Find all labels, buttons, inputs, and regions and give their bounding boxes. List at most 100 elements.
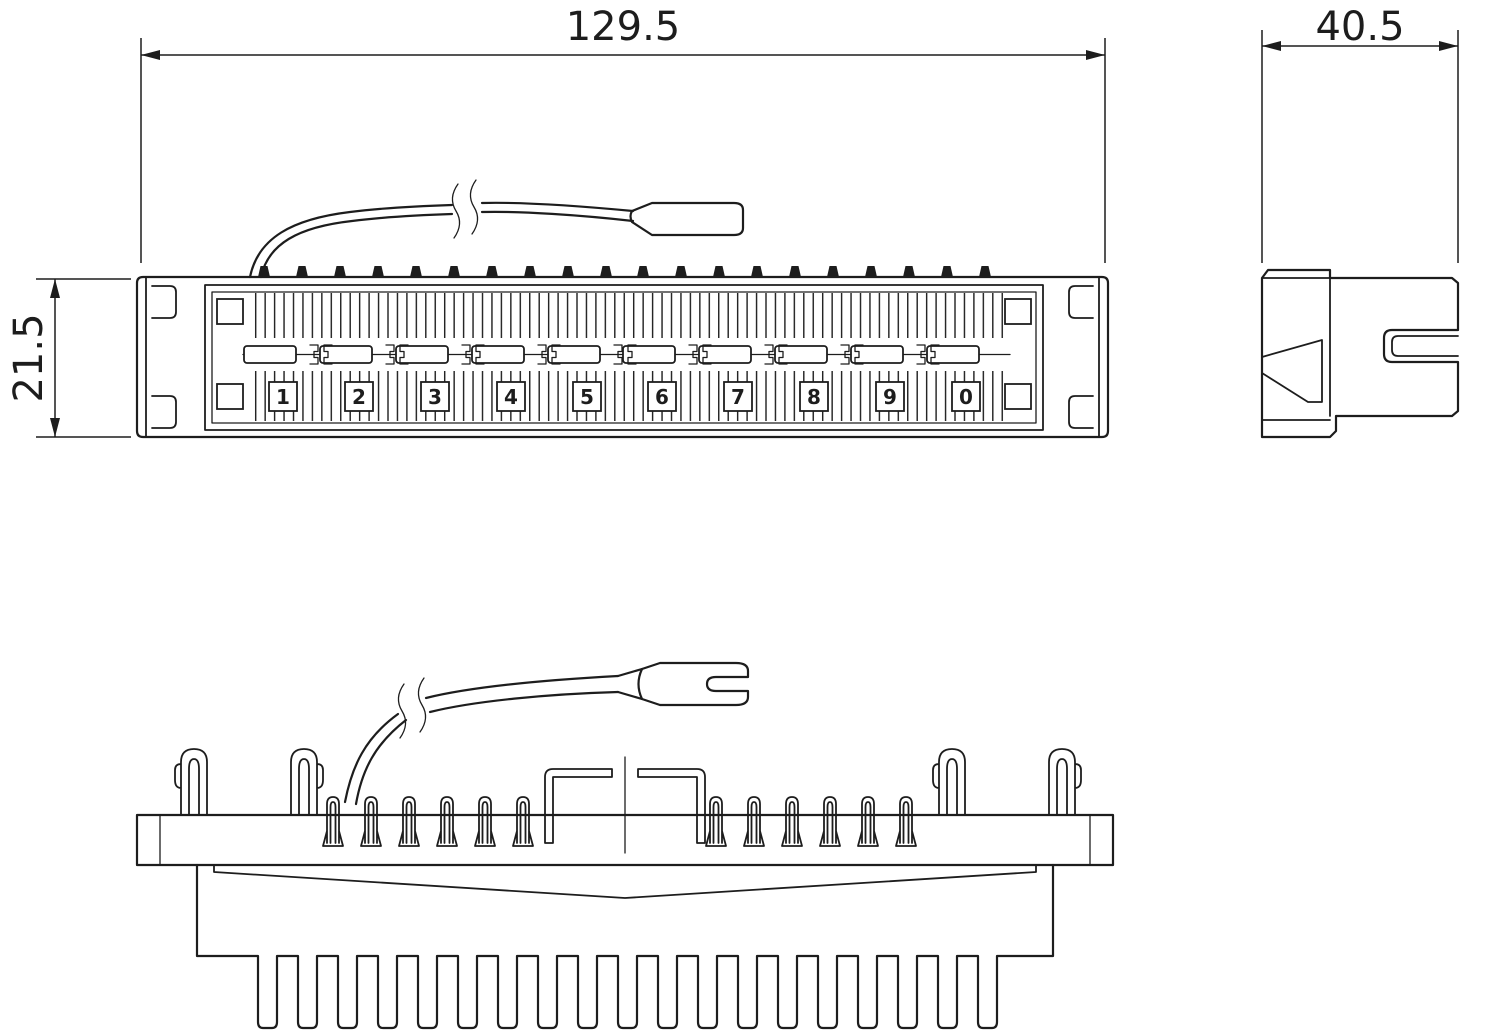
- contact-mark: [713, 266, 725, 277]
- terminal-neck: [616, 690, 644, 701]
- end-cap-left: [151, 285, 177, 429]
- dimension-depth: 40.5: [1261, 4, 1459, 263]
- position-label-box: [496, 381, 526, 412]
- contact-pin: [819, 796, 841, 847]
- arrowhead-icon: [1262, 41, 1281, 51]
- contact-mark: [789, 266, 801, 277]
- terminal-neck: [616, 667, 644, 678]
- contact-mark: [524, 266, 536, 277]
- position-label-box: [799, 381, 829, 412]
- wire: [259, 212, 454, 279]
- position-label: 7: [731, 385, 745, 409]
- clip-finger: [932, 748, 966, 816]
- contact-pin: [322, 796, 344, 847]
- wire: [480, 210, 635, 223]
- bracket-left: [544, 768, 613, 844]
- contact-mark: [979, 266, 991, 277]
- earth-wire-front: [248, 179, 745, 279]
- mounting-clip-right: [932, 748, 1082, 816]
- position-label-box: [572, 381, 602, 412]
- arrowhead-icon: [50, 418, 60, 437]
- earth-wire-bottom: [343, 661, 750, 806]
- contact-pin: [398, 796, 420, 847]
- position-label-box: [420, 381, 450, 412]
- contact-mark: [448, 266, 460, 277]
- contact-marks: [258, 266, 991, 277]
- contact-mark: [486, 266, 498, 277]
- bottom-view: [135, 661, 1115, 1030]
- contact-mark: [865, 266, 877, 277]
- wire: [480, 201, 635, 213]
- end-contact-window: [1004, 383, 1032, 410]
- disconnect-slot: [243, 345, 297, 364]
- wire: [424, 674, 620, 700]
- position-label: 6: [655, 385, 669, 409]
- contact-pin: [743, 796, 765, 847]
- upper-contact-hatch: [251, 293, 1007, 338]
- contact-mark: [372, 266, 384, 277]
- contact-field-frame-inner: [211, 291, 1037, 424]
- position-label-box: [951, 381, 981, 412]
- clip-finger: [1048, 748, 1082, 816]
- contact-mark: [827, 266, 839, 277]
- position-label-box: [723, 381, 753, 412]
- bracket-right: [637, 768, 706, 844]
- cable-comb: [195, 863, 1055, 1030]
- position-labels: 1 2 3 4 5 6 7 8 9 0: [268, 381, 981, 412]
- arrowhead-icon: [1439, 41, 1458, 51]
- dimension-height: 21.5: [6, 278, 131, 438]
- contact-pin: [705, 796, 727, 847]
- wire: [343, 712, 400, 804]
- position-label-box: [875, 381, 905, 412]
- fork-terminal: [637, 661, 750, 707]
- contact-mark: [675, 266, 687, 277]
- mounting-clip-left: [174, 748, 324, 816]
- lower-body-shoulder: [213, 864, 1037, 899]
- wire: [248, 203, 454, 279]
- side-view: [1260, 268, 1460, 439]
- contact-pin: [895, 796, 917, 847]
- break-symbol-icon: [451, 183, 461, 239]
- contact-mark: [334, 266, 346, 277]
- dimension-depth-label: 40.5: [1315, 4, 1404, 50]
- position-label: 2: [352, 385, 366, 409]
- dimension-width: 129.5: [140, 4, 1106, 263]
- position-label: 3: [428, 385, 442, 409]
- arrowhead-icon: [1086, 50, 1105, 60]
- position-label: 8: [807, 385, 821, 409]
- contact-mark: [751, 266, 763, 277]
- break-symbol-icon: [417, 677, 427, 733]
- contact-pins: [322, 796, 917, 847]
- end-contact-window: [1004, 298, 1032, 325]
- contact-pin: [512, 796, 534, 847]
- contact-mark: [941, 266, 953, 277]
- clip-finger: [290, 748, 324, 816]
- break-symbol-icon: [469, 179, 479, 235]
- front-outline: [135, 275, 1110, 439]
- clip-finger: [174, 748, 208, 816]
- contact-pin: [436, 796, 458, 847]
- spade-terminal: [629, 201, 745, 237]
- dimension-width-label: 129.5: [566, 4, 681, 50]
- contact-mark: [296, 266, 308, 277]
- contact-pin: [360, 796, 382, 847]
- disconnect-slot: [622, 345, 676, 364]
- dimension-height-label: 21.5: [6, 313, 52, 402]
- position-label: 9: [883, 385, 897, 409]
- end-contact-window: [216, 298, 244, 325]
- break-symbol-icon: [397, 683, 407, 739]
- contact-field-frame: [204, 284, 1044, 431]
- position-label: 0: [959, 385, 973, 409]
- contact-pin: [781, 796, 803, 847]
- contact-mark: [562, 266, 574, 277]
- position-label-box: [268, 381, 298, 412]
- arrowhead-icon: [50, 279, 60, 298]
- contact-pin: [857, 796, 879, 847]
- contact-mark: [600, 266, 612, 277]
- arrowhead-icon: [141, 50, 160, 60]
- wire: [354, 718, 408, 806]
- wire: [428, 690, 620, 714]
- contact-mark: [903, 266, 915, 277]
